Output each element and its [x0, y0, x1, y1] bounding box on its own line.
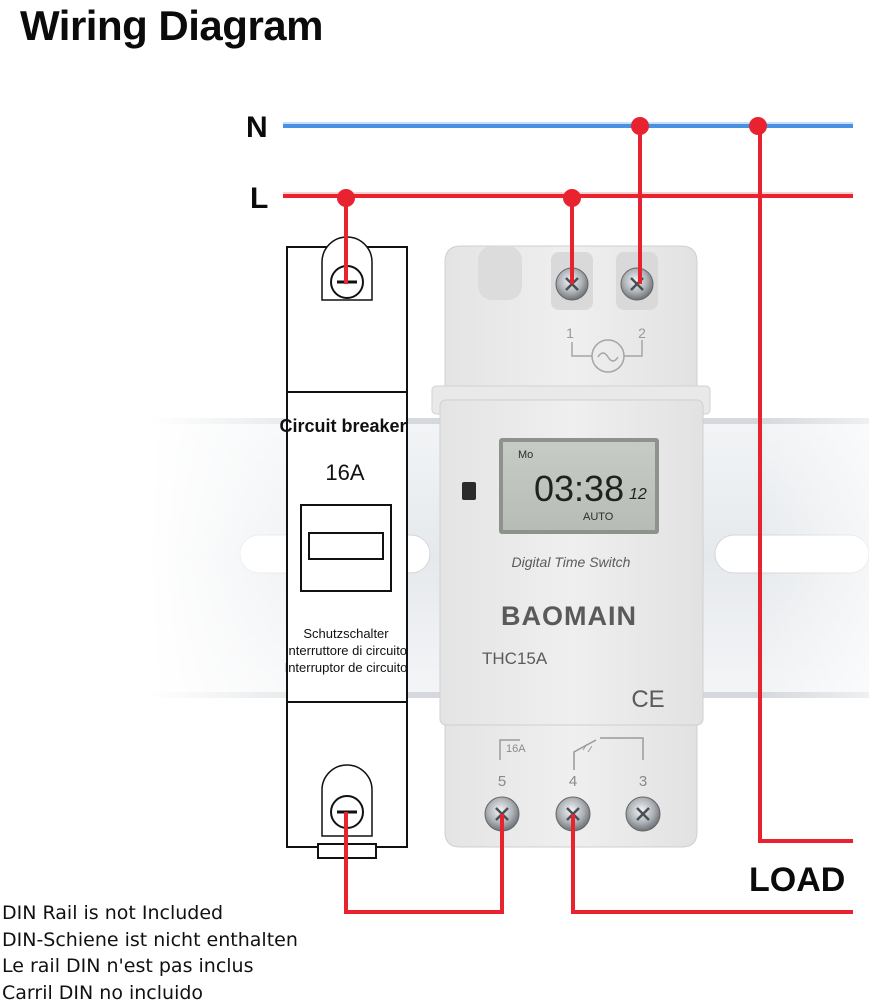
- live-label: L: [250, 182, 268, 215]
- breaker-title: Circuit breaker: [279, 416, 406, 436]
- junction-dot: [631, 117, 649, 135]
- terminal-label-4: 4: [569, 773, 577, 790]
- model-number: THC15A: [482, 649, 548, 668]
- notice-es: Carril DIN no incluido: [2, 980, 298, 1006]
- neutral-label: N: [246, 111, 268, 144]
- contact-rating: 16A: [506, 743, 526, 755]
- rail-notice: DIN Rail is not Included DIN-Schiene ist…: [2, 900, 298, 1006]
- load-label: LOAD: [749, 861, 845, 899]
- lcd-day: Mo: [518, 449, 533, 461]
- breaker-rating: 16A: [325, 460, 364, 485]
- junction-dot: [563, 189, 581, 207]
- terminal-label-5: 5: [498, 773, 506, 790]
- lcd-seconds: 12: [629, 486, 647, 503]
- ce-mark-icon: CE: [631, 686, 664, 713]
- notice-de: DIN-Schiene ist nicht enthalten: [2, 927, 298, 954]
- notice-fr: Le rail DIN n'est pas inclus: [2, 953, 298, 980]
- circuit-breaker: Circuit breaker 16A Schutzschalter Inter…: [279, 237, 407, 858]
- notice-en: DIN Rail is not Included: [2, 900, 298, 927]
- terminal-label-1: 1: [566, 325, 574, 341]
- product-name: Digital Time Switch: [512, 554, 631, 570]
- terminal-label-3: 3: [639, 773, 647, 790]
- set-button[interactable]: [462, 482, 476, 500]
- breaker-label-de: Schutzschalter: [303, 626, 389, 641]
- time-switch: 1 2 Mo 03:38 12 AUTO Digital Time Switch…: [432, 246, 710, 847]
- lcd-mode: AUTO: [583, 511, 614, 523]
- lcd-time: 03:38: [534, 468, 624, 509]
- breaker-label-it: Interruttore di circuito: [285, 643, 407, 658]
- breaker-label-es: Interruptor de circuito: [285, 660, 408, 675]
- terminal-label-2: 2: [638, 325, 646, 341]
- junction-dot: [749, 117, 767, 135]
- junction-dot: [337, 189, 355, 207]
- brand-name: BAOMAIN: [501, 601, 637, 631]
